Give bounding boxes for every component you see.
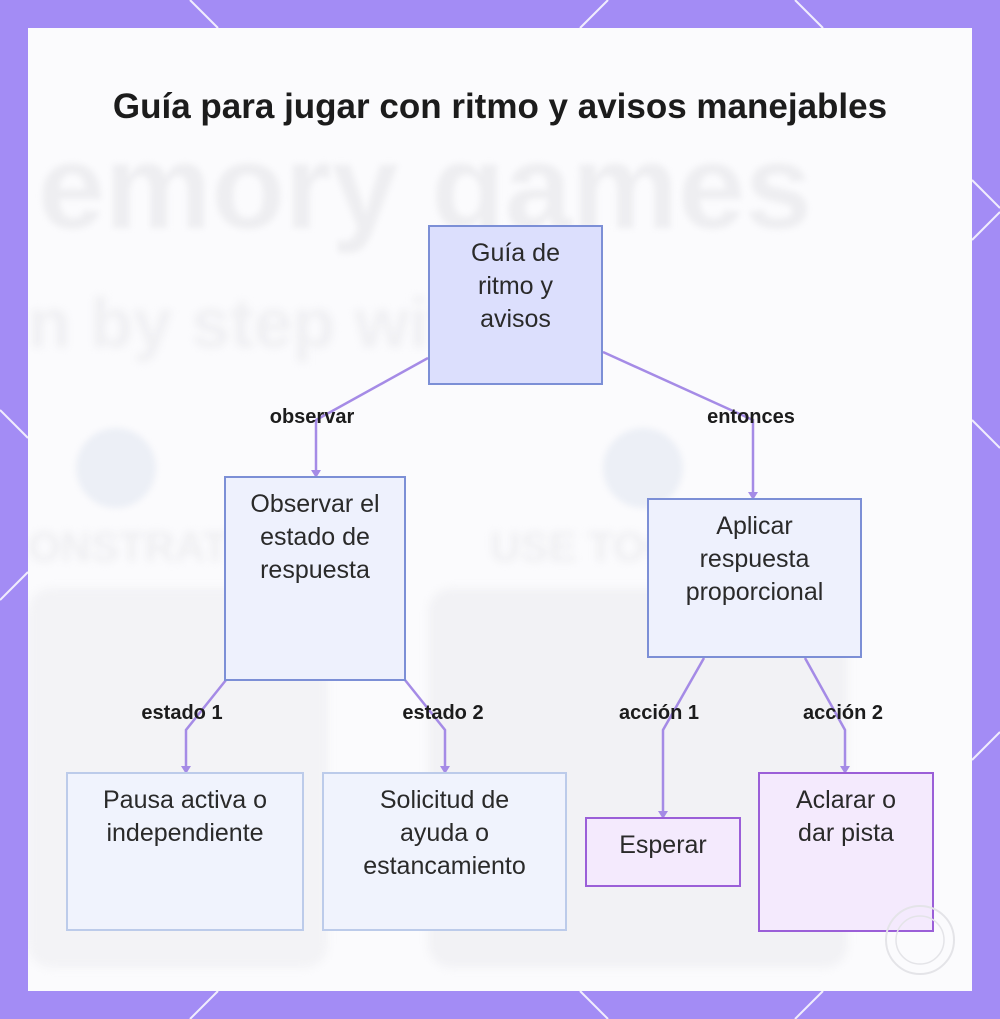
arrowhead [181,766,191,774]
node-wait-label: Esperar [619,831,707,859]
background-ghost-text: n by step with [28,284,495,362]
edge-label-action2: acción 2 [802,702,884,724]
arrowhead [840,766,850,774]
node-help: Solicitud de ayuda o estancamiento [322,772,567,931]
background-ghost-circle [603,428,683,508]
edge-apply-clarify [803,657,847,772]
edge-label-action1: acción 1 [618,702,700,724]
edge-label-then: entonces [707,406,795,428]
background-ghost-text: ONSTRATE [28,523,256,570]
background-ghost-circle [76,428,156,508]
node-pause-label: Pausa activa o independiente [103,786,267,847]
background-ghost-text: USE TOO [490,523,679,570]
edge-root-apply [602,350,755,498]
node-help-label: Solicitud de ayuda o estancamiento [363,786,526,880]
edge-label-state1: estado 1 [141,702,223,724]
node-wait: Esperar [585,817,741,887]
edge-apply-wait [661,657,706,817]
diagram-title: Guía para jugar con ritmo y avisos manej… [112,87,888,126]
node-root: Guía de ritmo y avisos [428,225,603,385]
arrowhead [311,470,321,478]
edge-observe-pause [184,679,227,772]
arrowhead [658,811,668,819]
node-clarify-label: Aclarar o dar pista [795,786,897,847]
node-pause: Pausa activa o independiente [66,772,304,931]
node-root-label: Guía de ritmo y avisos [471,239,560,333]
arrowhead [748,492,758,500]
node-clarify: Aclarar o dar pista [758,772,934,932]
node-observe: Observar el estado de respuesta [224,476,406,681]
edge-label-state2: estado 2 [402,702,484,724]
node-observe-label: Observar el estado de respuesta [250,490,380,584]
watermark-seal [885,905,955,975]
background-ghost-text: emory games [38,120,812,254]
node-apply-label: Aplicar respuesta proporcional [685,512,824,606]
edge-label-observe: observar [269,406,355,428]
edge-root-observe [314,356,429,476]
node-apply: Aplicar respuesta proporcional [647,498,862,658]
arrowhead [440,766,450,774]
edge-observe-help [404,679,447,772]
